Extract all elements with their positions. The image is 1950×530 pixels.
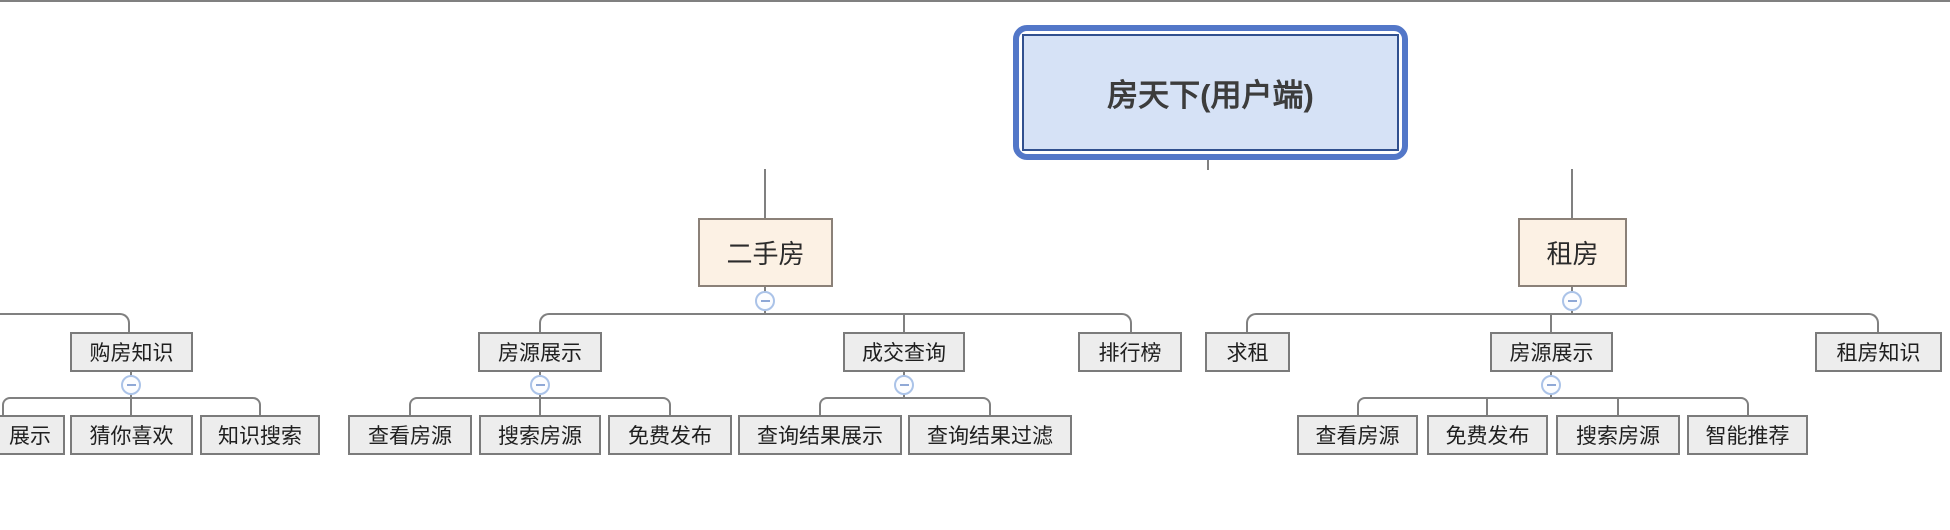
node-listing-display-secondhand[interactable]: 房源展示 xyxy=(478,332,602,372)
leaf-free-publish-secondhand[interactable]: 免费发布 xyxy=(608,415,732,455)
minus-icon xyxy=(1567,300,1577,302)
collapse-icon-listing-rent[interactable] xyxy=(1541,375,1561,395)
collapse-icon-secondhand[interactable] xyxy=(755,291,775,311)
connector-drop-search-listings-2 xyxy=(1617,397,1619,415)
collapse-icon-listing-secondhand[interactable] xyxy=(530,375,550,395)
leaf-query-result-filter[interactable]: 查询结果过滤 xyxy=(908,415,1072,455)
connector-drop-deal-query xyxy=(903,313,905,332)
leaf-free-publish-rent[interactable]: 免费发布 xyxy=(1427,415,1548,455)
leaf-search-listings-secondhand[interactable]: 搜索房源 xyxy=(479,415,601,455)
leaf-view-listings-rent[interactable]: 查看房源 xyxy=(1297,415,1418,455)
connector-main-rail xyxy=(0,0,1950,2)
leaf-display-clipped[interactable]: 展示 xyxy=(0,415,65,455)
collapse-icon-purchase-knowledge[interactable] xyxy=(121,375,141,395)
connector-drop-listing-rent xyxy=(1550,313,1552,332)
leaf-search-listings-rent[interactable]: 搜索房源 xyxy=(1556,415,1680,455)
connector-drop-rent xyxy=(1571,169,1573,218)
leaf-guess-you-like[interactable]: 猜你喜欢 xyxy=(70,415,193,455)
leaf-view-listings-secondhand[interactable]: 查看房源 xyxy=(348,415,472,455)
root-topic[interactable]: 房天下(用户端) xyxy=(1013,25,1408,160)
collapse-icon-deal-query[interactable] xyxy=(894,375,914,395)
root-topic-label: 房天下(用户端) xyxy=(1022,34,1399,151)
minus-icon xyxy=(899,384,909,386)
node-ranking-list[interactable]: 排行榜 xyxy=(1078,332,1182,372)
connector-rail-rent-children xyxy=(1246,313,1879,332)
connector-rail-secondhand-children xyxy=(539,313,1132,332)
branch-rent-house[interactable]: 租房 xyxy=(1518,218,1627,287)
connector-rail-listing-rent-children xyxy=(1357,397,1749,415)
leaf-knowledge-search[interactable]: 知识搜索 xyxy=(200,415,320,455)
node-deal-query[interactable]: 成交查询 xyxy=(843,332,965,372)
minus-icon xyxy=(126,384,136,386)
minus-icon xyxy=(760,300,770,302)
collapse-icon-rent[interactable] xyxy=(1562,291,1582,311)
connector-drop-guess-you-like xyxy=(130,397,132,415)
node-listing-display-rent[interactable]: 房源展示 xyxy=(1490,332,1613,372)
connector-drop-secondhand xyxy=(764,169,766,218)
connector-rail-deal-query-children xyxy=(819,397,991,415)
branch-second-hand-house[interactable]: 二手房 xyxy=(698,218,833,287)
node-rent-knowledge[interactable]: 租房知识 xyxy=(1815,332,1942,372)
minus-icon xyxy=(535,384,545,386)
node-purchase-knowledge[interactable]: 购房知识 xyxy=(70,332,193,372)
connector-rail-offscreen-branch xyxy=(0,313,130,332)
leaf-query-result-display[interactable]: 查询结果展示 xyxy=(738,415,902,455)
minus-icon xyxy=(1546,384,1556,386)
leaf-smart-recommend[interactable]: 智能推荐 xyxy=(1687,415,1808,455)
node-seek-rent[interactable]: 求租 xyxy=(1205,332,1290,372)
connector-drop-search-listings-1 xyxy=(539,397,541,415)
connector-root-drop xyxy=(1207,158,1209,170)
connector-drop-free-publish-2 xyxy=(1486,397,1488,415)
